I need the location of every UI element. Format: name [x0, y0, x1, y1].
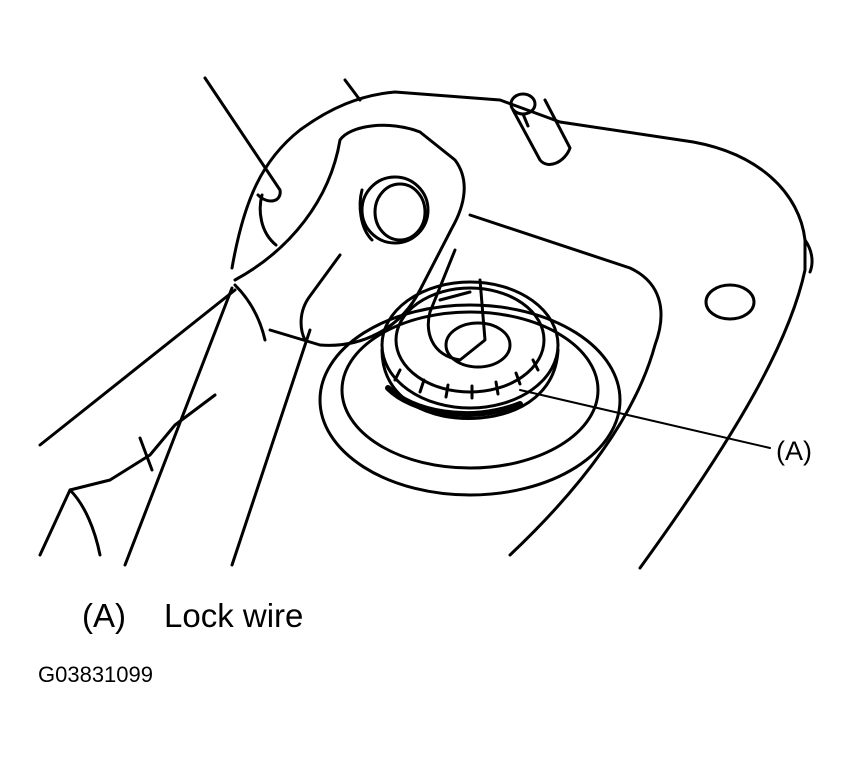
legend-text: Lock wire	[164, 597, 304, 634]
locating-pin	[509, 92, 572, 166]
legend-item: (A) Lock wire	[82, 597, 303, 635]
figure-id: G03831099	[38, 662, 153, 687]
housing-plate	[230, 90, 814, 570]
callout-label-a: (A)	[776, 436, 812, 466]
shaft	[426, 248, 487, 362]
callout-leader	[519, 389, 771, 449]
frame-lines	[38, 288, 237, 557]
lock-wire-illustration	[38, 76, 814, 570]
bolt-hole	[704, 283, 756, 321]
bolt-head	[358, 175, 430, 245]
legend-key: (A)	[82, 597, 126, 634]
seal-seat	[318, 303, 622, 497]
boot-cap	[380, 280, 560, 420]
shift-arm	[123, 76, 466, 567]
